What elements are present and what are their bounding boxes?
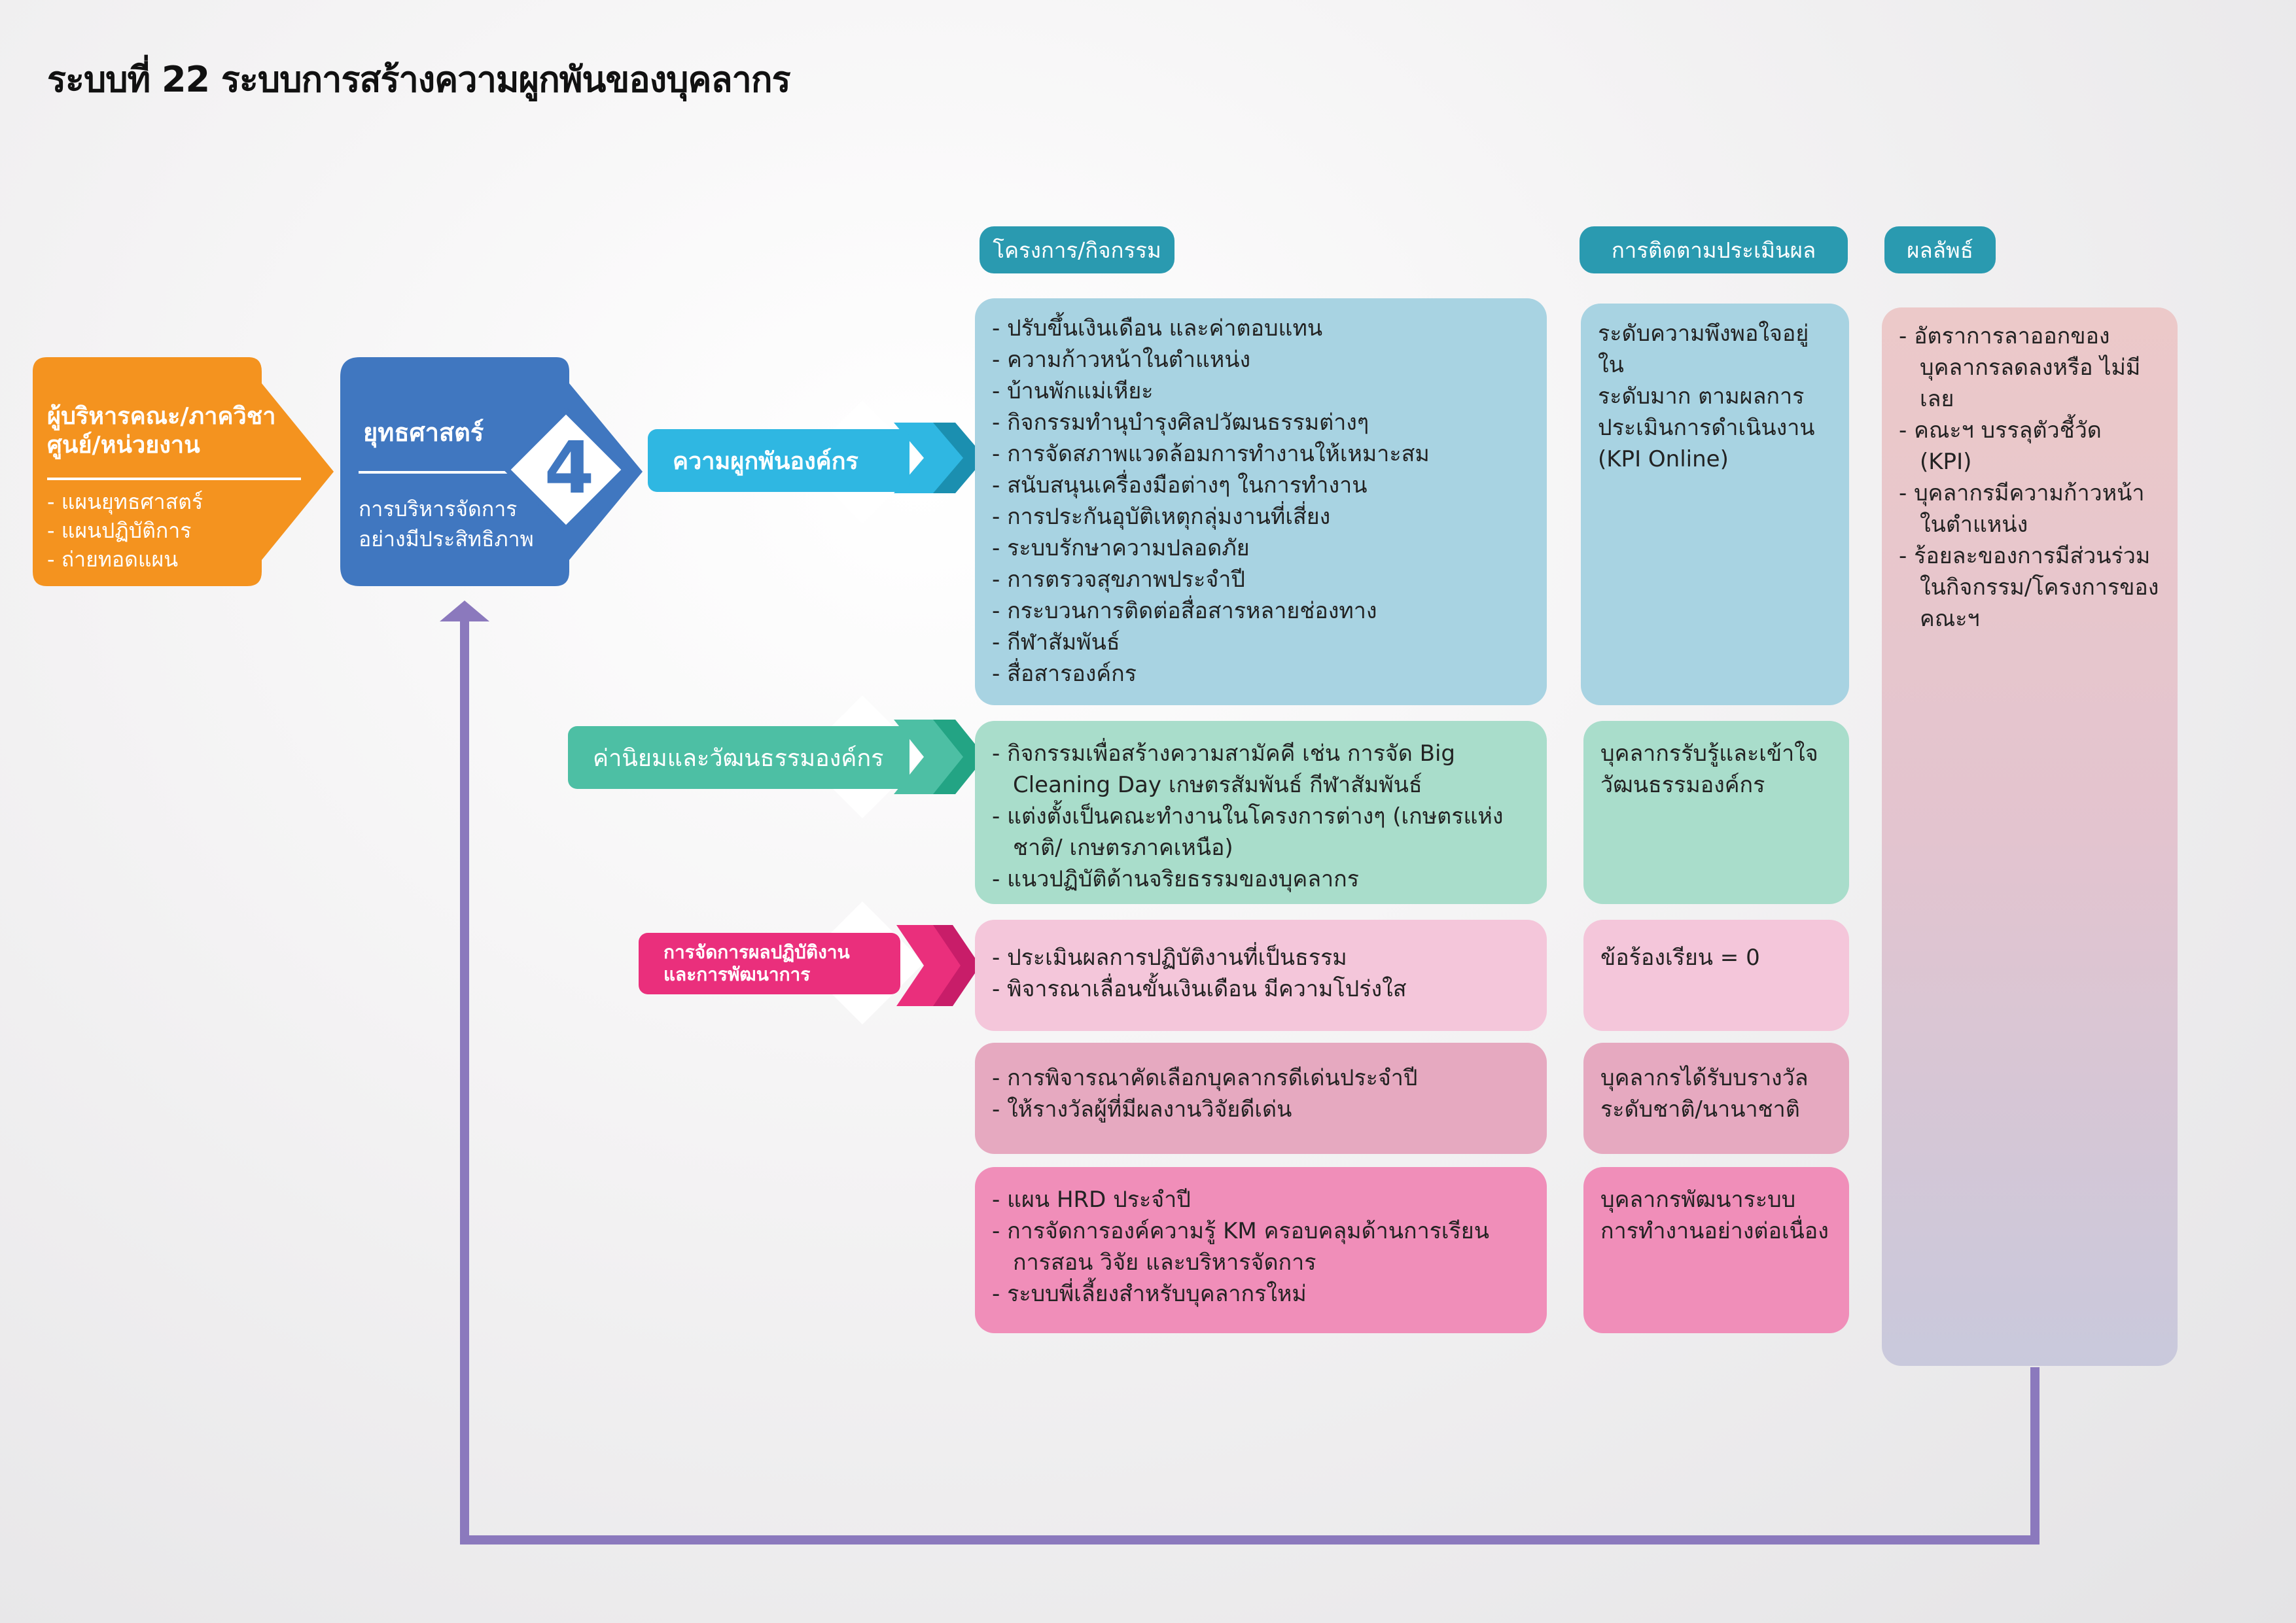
activity-item: การจัดสภาพแวดล้อมการทำงานให้เหมาะสม [992, 438, 1530, 470]
outcome-item: อัตราการลาออกของ บุคลากรลดลงหรือ ไม่มีเล… [1899, 321, 2161, 415]
source-item: - ถ่ายทอดแผน [47, 547, 179, 572]
activity-item: แนวปฏิบัติด้านจริยธรรมของบุคลากร [992, 864, 1530, 895]
evaluation-panel-awards: บุคลากรได้รับบรางวัล ระดับชาติ/นานาชาติ [1583, 1043, 1849, 1154]
evaluation-panel-engagement: ระดับความพึงพอใจอยู่ใน ระดับมาก ตามผลการ… [1581, 304, 1849, 705]
chevron-icon [896, 925, 961, 1006]
header-outcome: ผลลัพธ์ [1884, 226, 1996, 273]
category-values-culture: ค่านิยมและวัฒนธรรมองค์กร [568, 726, 910, 789]
evaluation-panel-values: บุคลากรรับรู้และเข้าใจ วัฒนธรรมองค์กร [1583, 721, 1849, 904]
source-block [33, 357, 334, 586]
activity-panel-values: กิจกรรมเพื่อสร้างความสามัคคี เช่น การจัด… [975, 721, 1547, 904]
activity-item: กระบวนการติดต่อสื่อสารหลายช่องทาง [992, 595, 1530, 627]
arrow-head-up [440, 601, 489, 621]
activity-item: ความก้าวหน้าในตำแหน่ง [992, 344, 1530, 375]
outcome-item: ร้อยละของการมีส่วนร่วม ในกิจกรรม/โครงการ… [1899, 540, 2161, 635]
activity-item: ให้รางวัลผู้ที่มีผลงานวิจัยดีเด่น [992, 1094, 1530, 1125]
activity-panel-engagement: ปรับขึ้นเงินเดือน และค่าตอบแทน ความก้าวห… [975, 298, 1547, 705]
outcome-panel: อัตราการลาออกของ บุคลากรลดลงหรือ ไม่มีเล… [1882, 307, 2178, 1366]
activity-item: พิจารณาเลื่อนขั้นเงินเดือน มีความโปร่งใส [992, 973, 1530, 1005]
activity-panel-performance: ประเมินผลการปฏิบัติงานที่เป็นธรรม พิจารณ… [975, 920, 1547, 1031]
activity-item: แผน HRD ประจำปี [992, 1184, 1530, 1215]
strategy-title: ยุทธศาสตร์ [363, 418, 484, 447]
activity-item: กีฬาสัมพันธ์ [992, 627, 1530, 658]
strategy-subtitle: การบริหารจัดการ อย่างมีประสิทธิภาพ [359, 497, 534, 551]
activity-item: สื่อสารองค์กร [992, 658, 1530, 689]
activity-item: ระบบรักษาความปลอดภัย [992, 532, 1530, 564]
activity-item: การตรวจสุขภาพประจำปี [992, 564, 1530, 595]
source-title: ผู้บริหารคณะ/ภาควิชา ศูนย์/หน่วยงาน [47, 403, 276, 459]
activity-item: ประเมินผลการปฏิบัติงานที่เป็นธรรม [992, 942, 1530, 973]
header-activities: โครงการ/กิจกรรม [980, 226, 1174, 273]
activity-item: บ้านพักแม่เหียะ [992, 375, 1530, 407]
page-title: ระบบที่ 22 ระบบการสร้างความผูกพันของบุคล… [47, 59, 791, 100]
chevron-icon [894, 423, 963, 493]
strategy-number: 4 [544, 426, 595, 510]
source-item: - แผนยุทธศาสตร์ [47, 489, 203, 514]
activity-item: การจัดการองค์ความรู้ KM ครอบคลุมด้านการเ… [992, 1215, 1530, 1278]
evaluation-panel-development: บุคลากรพัฒนาระบบ การทำงานอย่างต่อเนื่อง [1583, 1167, 1849, 1333]
evaluation-panel-performance: ข้อร้องเรียน = 0 [1583, 920, 1849, 1031]
category-performance-development: การจัดการผลปฏิบัติงาน และการพัฒนาการ [639, 933, 900, 994]
activity-item: ระบบพี่เลี้ยงสำหรับบุคลากรใหม่ [992, 1278, 1530, 1310]
chevron-icon [894, 720, 963, 794]
header-evaluation: การติดตามประเมินผล [1580, 226, 1848, 273]
activity-item: ปรับขึ้นเงินเดือน และค่าตอบแทน [992, 313, 1530, 344]
outcome-item: บุคลากรมีความก้าวหน้า ในตำแหน่ง [1899, 478, 2161, 540]
source-item: - แผนปฏิบัติการ [47, 518, 192, 543]
strategy-number-diamond [503, 407, 629, 532]
activity-item: การพิจารณาคัดเลือกบุคลากรดีเด่นประจำปี [992, 1062, 1530, 1094]
category-engagement: ความผูกพันองค์กร [648, 429, 910, 492]
activity-item: สนับสนุนเครื่องมือต่างๆ ในการทำงาน [992, 470, 1530, 501]
strategy-block [340, 357, 643, 586]
activity-item: กิจกรรมทำนุบำรุงศิลปวัฒนธรรมต่างๆ [992, 407, 1530, 438]
activity-panel-development: แผน HRD ประจำปี การจัดการองค์ความรู้ KM … [975, 1167, 1547, 1333]
activity-item: กิจกรรมเพื่อสร้างความสามัคคี เช่น การจัด… [992, 738, 1530, 801]
source-list: - แผนยุทธศาสตร์ - แผนปฏิบัติการ - ถ่ายทอ… [47, 487, 203, 574]
outcome-item: คณะฯ บรรลุตัวชี้วัด (KPI) [1899, 415, 2161, 478]
activity-item: การประกันอุบัติเหตุกลุ่มงานที่เสี่ยง [992, 501, 1530, 532]
activity-panel-awards: การพิจารณาคัดเลือกบุคลากรดีเด่นประจำปี ใ… [975, 1043, 1547, 1154]
activity-item: แต่งตั้งเป็นคณะทำงานในโครงการต่างๆ (เกษต… [992, 801, 1530, 864]
